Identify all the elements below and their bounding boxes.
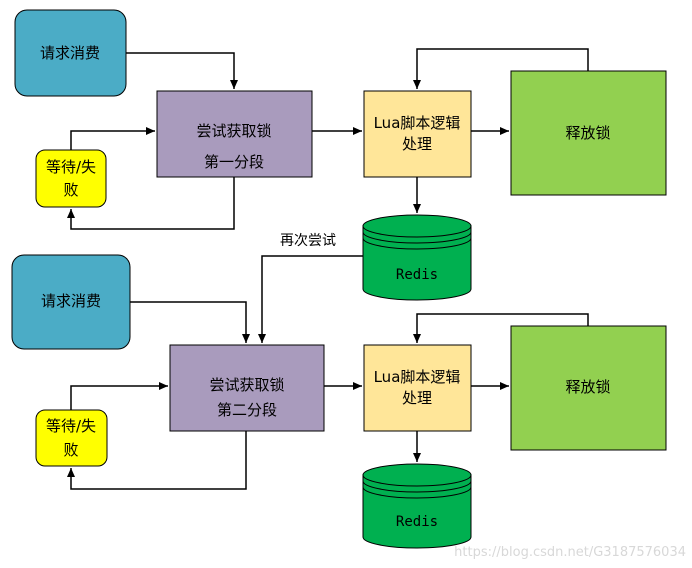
edge-request-to-trylock-1: [126, 52, 238, 89]
request-consume-label-1: 请求消费: [40, 44, 100, 62]
wait-fail-sublabel-1: 败: [63, 181, 78, 199]
edge-redis-retry-to-trylock-2: [258, 255, 363, 343]
wait-fail-label-2: 等待/失: [46, 417, 96, 435]
redis-label-2: Redis: [396, 514, 438, 530]
try-lock-sublabel-1: 第一分段: [204, 153, 264, 171]
try-lock-label-2: 尝试获取锁: [209, 376, 284, 394]
retry-label: 再次尝试: [280, 233, 336, 249]
lua-script-sublabel-1: 处理: [402, 135, 432, 153]
lua-script-node-2: [363, 344, 472, 432]
lua-script-node-1: [363, 90, 472, 178]
try-lock-node-2: [169, 344, 325, 432]
lua-script-sublabel-2: 处理: [402, 389, 432, 407]
release-lock-label-1: 释放锁: [565, 124, 610, 142]
edge-trylock-to-wait-1: [67, 177, 235, 230]
stage-1: 请求消费 尝试获取锁 第一分段 等待/失 败 Lua脚本逻辑 处理 释放锁 Re…: [14, 9, 667, 301]
edge-trylock-to-wait-2: [67, 431, 247, 490]
stage-2: 请求消费 尝试获取锁 第二分段 等待/失 败 Lua脚本逻辑 处理 释放锁 Re…: [11, 254, 667, 549]
edge-wait-to-trylock-2: [70, 382, 168, 410]
edge-request-to-trylock-2: [130, 301, 250, 343]
lua-script-label-1: Lua脚本逻辑: [374, 114, 461, 132]
try-lock-sublabel-2: 第二分段: [217, 401, 277, 419]
try-lock-node-1: [156, 90, 313, 178]
wait-fail-sublabel-2: 败: [63, 441, 78, 459]
lua-script-label-2: Lua脚本逻辑: [374, 368, 461, 386]
redis-label-1: Redis: [396, 267, 438, 283]
redis-db-node-2: [362, 463, 472, 549]
release-lock-node-1: [510, 70, 667, 196]
request-consume-label-2: 请求消费: [41, 292, 101, 310]
try-lock-label-1: 尝试获取锁: [196, 122, 271, 140]
edge-wait-to-trylock-1: [70, 127, 155, 150]
watermark-text: https://blog.csdn.net/G3187576034: [454, 545, 686, 560]
release-lock-node-2: [510, 325, 667, 451]
edge-release-to-lua-1: [413, 48, 589, 89]
redis-db-node-1: [362, 214, 472, 301]
edge-release-to-lua-2: [413, 313, 589, 343]
release-lock-label-2: 释放锁: [565, 378, 610, 396]
wait-fail-label-1: 等待/失: [46, 158, 96, 176]
